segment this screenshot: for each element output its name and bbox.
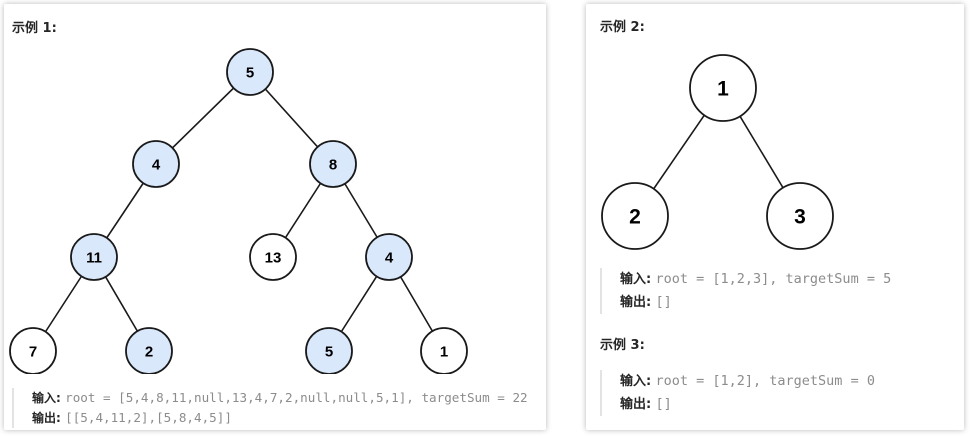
tree-node-circle [226,48,274,96]
example-1-title: 示例 1: [12,21,57,36]
output-label: 输出: [620,295,652,310]
tree-node: 2 [125,327,173,374]
example-2-tree-diagram: 1 2 3 [601,54,834,250]
tree-node-label: 4 [385,250,394,267]
tree-node-circle [309,140,357,188]
tree-node-label: 3 [794,206,806,229]
tree-node: 11 [70,233,118,281]
tree-node-label: 8 [329,157,337,174]
tree-node: 5 [226,48,274,96]
tree-node-circle [766,182,834,250]
tree-node: 4 [365,233,413,281]
tree-node: 7 [9,327,57,374]
tree-node-circle [365,233,413,281]
input-label: 输入: [620,272,652,287]
tree-node-circle [689,54,757,122]
example-1-io-block: 输入: root = [5,4,8,11,null,13,4,7,2,null,… [12,388,528,428]
tree-node: 5 [305,327,353,374]
tree-node: 1 [420,327,468,374]
tree-node-circle [420,327,468,374]
tree-node: 8 [309,140,357,188]
tree-node-label: 2 [145,344,153,361]
output-value: [[5,4,11,2],[5,8,4,5]] [65,410,232,425]
tree-node-label: 13 [265,250,282,267]
tree-node-circle [70,233,118,281]
tree-node: 4 [132,140,180,188]
example-3-io-block: 输入: root = [1,2], targetSum = 0 输出: [] [600,370,875,416]
tree-node-label: 2 [629,206,641,229]
tree-node-circle [305,327,353,374]
input-value: root = [1,2,3], targetSum = 5 [655,271,892,287]
tree-node-circle [125,327,173,374]
tree-node-label: 5 [246,65,254,82]
output-label: 输出: [620,397,652,412]
input-label: 输入: [32,391,61,405]
output-value: [] [655,294,672,310]
tree-node-circle [132,140,180,188]
example-2-output-line: 输出: [] [620,291,891,314]
input-value: root = [1,2], targetSum = 0 [655,373,875,389]
tree-node: 2 [601,182,669,250]
example-1-tree-diagram: 5 4 8 11 13 4 7 2 5 1 [9,48,468,374]
example-3-title: 示例 3: [600,338,645,353]
tree-node-label: 1 [440,344,448,361]
input-label: 输入: [620,374,652,389]
tree-node: 1 [689,54,757,122]
example-3-output-line: 输出: [] [620,393,875,416]
tree-node: 13 [249,233,297,281]
tree-node-label: 11 [86,250,102,267]
example-2-input-line: 输入: root = [1,2,3], targetSum = 5 [620,268,891,291]
tree-node-label: 5 [325,344,333,361]
output-label: 输出: [32,411,61,425]
tree-node-label: 1 [717,78,729,101]
tree-node-circle [601,182,669,250]
tree-node: 3 [766,182,834,250]
tree-node-label: 7 [29,344,37,361]
example-1-card: 示例 1: 5 4 8 11 13 4 7 2 5 1 输入: root = [5,4,8,11,… [4,4,546,430]
example-2-3-card: 示例 2: 1 2 3 输入: root = [1,2,3], targetSum … [586,4,964,430]
tree-node-label: 4 [152,157,161,174]
example-1-input-line: 输入: root = [5,4,8,11,null,13,4,7,2,null,… [32,388,528,408]
tree-node-circle [9,327,57,374]
example-2-title: 示例 2: [600,20,645,35]
example-2-io-block: 输入: root = [1,2,3], targetSum = 5 输出: [] [600,268,891,314]
output-value: [] [655,396,672,412]
example-3-input-line: 输入: root = [1,2], targetSum = 0 [620,370,875,393]
example-1-output-line: 输出: [[5,4,11,2],[5,8,4,5]] [32,408,528,428]
tree-node-circle [249,233,297,281]
input-value: root = [5,4,8,11,null,13,4,7,2,null,null… [65,390,528,405]
